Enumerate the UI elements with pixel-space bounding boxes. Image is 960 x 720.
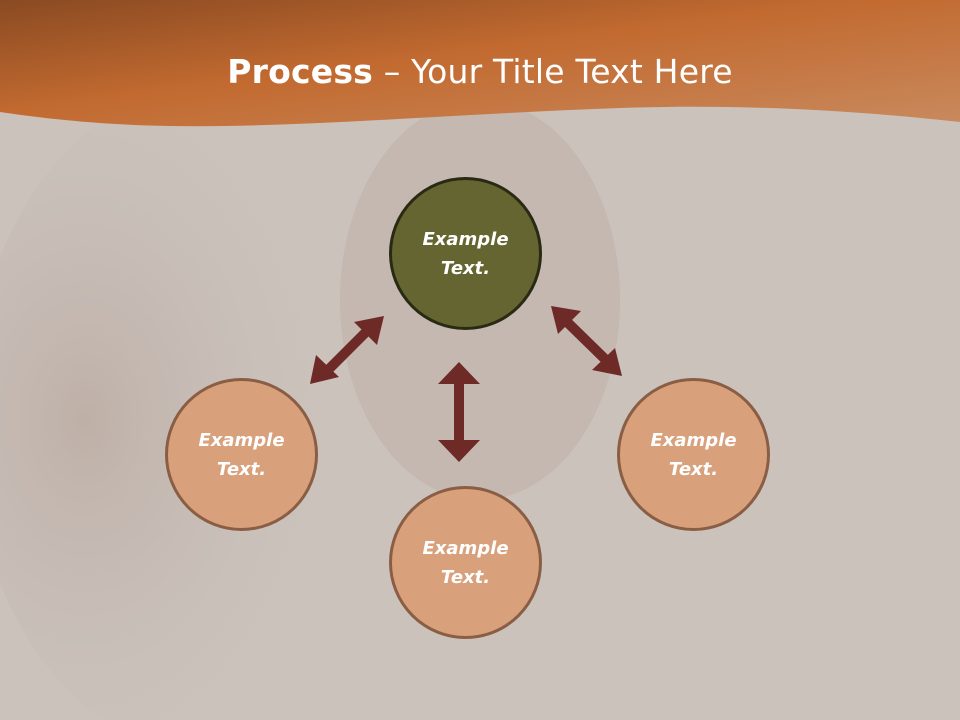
header-band <box>0 0 960 127</box>
title-rest: – Your Title Text Here <box>373 52 733 91</box>
node-left-line1: Example <box>198 429 285 451</box>
arrow-top-right <box>551 306 622 376</box>
arrow-top-left <box>310 316 384 384</box>
node-center-line2: Text. <box>440 257 491 279</box>
page-title: Process – Your Title Text Here <box>0 52 960 91</box>
node-right-line2: Text. <box>668 458 719 480</box>
title-bold: Process <box>227 52 374 91</box>
node-right-line1: Example <box>650 429 737 451</box>
node-bottom-line1: Example <box>422 537 509 559</box>
arrow-vertical <box>438 362 480 462</box>
node-bottom-line2: Text. <box>440 566 491 588</box>
node-center-line1: Example <box>422 228 509 250</box>
node-left-line2: Text. <box>216 458 267 480</box>
